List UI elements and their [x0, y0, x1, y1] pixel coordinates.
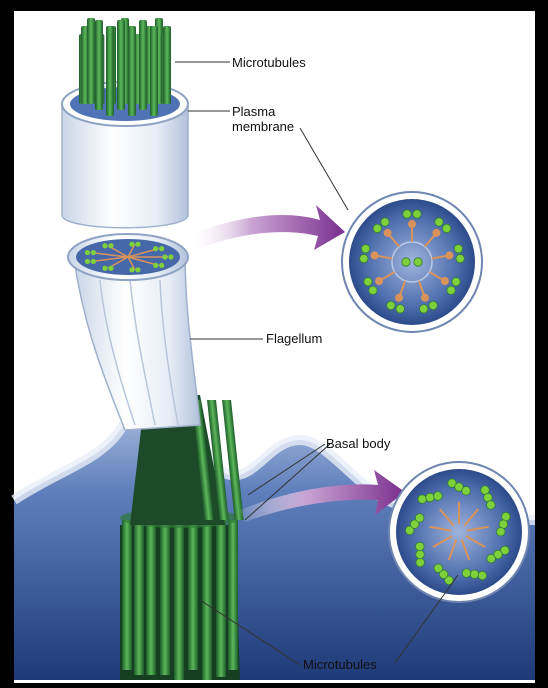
- label-plasma-membrane-line1: Plasma: [232, 104, 294, 119]
- label-flagellum: Flagellum: [266, 331, 322, 346]
- label-microtubules-bottom: Microtubules: [303, 657, 377, 672]
- basal-body-cross-section: [389, 462, 529, 602]
- axoneme-cross-section: [342, 192, 482, 332]
- label-microtubules-top: Microtubules: [232, 55, 306, 70]
- label-plasma-membrane-line2: membrane: [232, 119, 294, 134]
- label-basal-body: Basal body: [326, 436, 390, 451]
- label-plasma-membrane: Plasma membrane: [232, 104, 294, 134]
- basal-body: [120, 508, 240, 680]
- microtubule-bundle-top: [79, 18, 171, 116]
